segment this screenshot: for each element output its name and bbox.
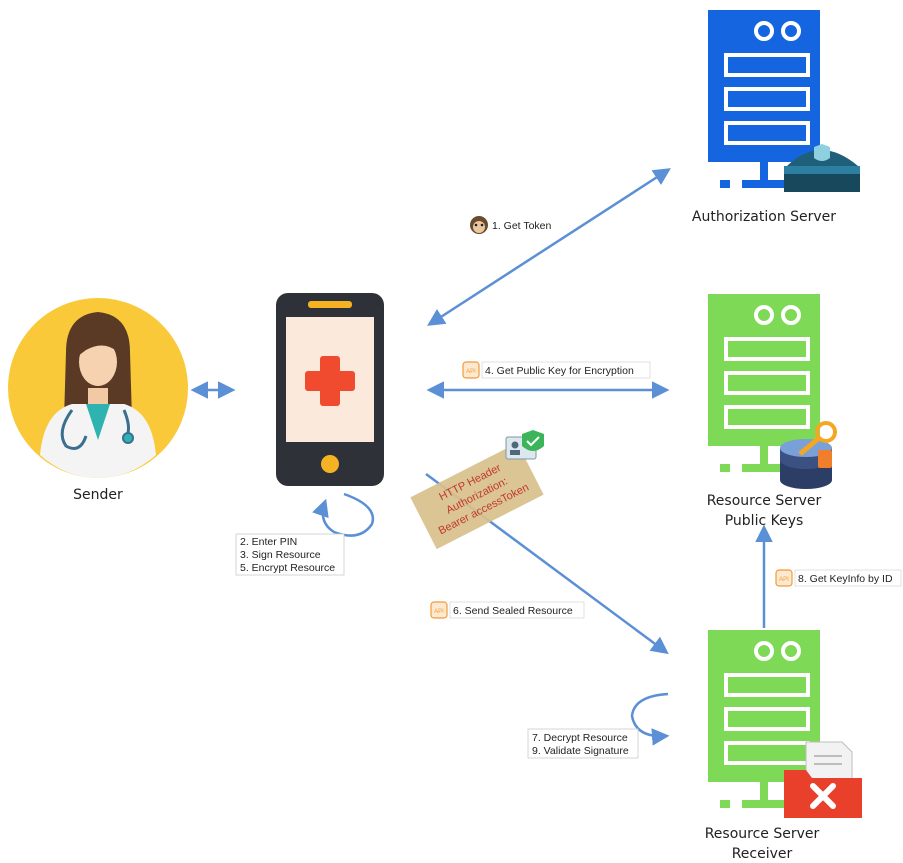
key-database-icon (780, 421, 837, 489)
receiver-action-validate: 9. Validate Signature (532, 745, 629, 757)
phone-self-loop-arrow (312, 492, 375, 537)
public-keys-server-label-line2: Public Keys (725, 513, 804, 529)
id-card-shield-icon (505, 430, 544, 460)
phone-action-sign: 3. Sign Resource (240, 549, 321, 561)
step-get-public-key: API 4. Get Public Key for Encryption (462, 361, 651, 379)
sender-node: Sender (8, 298, 188, 503)
phone-action-enter-pin: 2. Enter PIN (240, 536, 297, 548)
receiver-actions-box: 7. Decrypt Resource 9. Validate Signatur… (527, 728, 639, 759)
receiver-action-decrypt: 7. Decrypt Resource (532, 732, 628, 744)
step-get-public-key-label: 4. Get Public Key for Encryption (485, 365, 634, 377)
step-get-token-label: 1. Get Token (492, 220, 552, 232)
api-badge-icon: API (430, 601, 448, 619)
authorization-server-label: Authorization Server (692, 209, 836, 225)
rejected-folder-icon (784, 741, 862, 818)
phone-actions-box: 2. Enter PIN 3. Sign Resource 5. Encrypt… (235, 533, 345, 576)
step-send-sealed-label: 6. Send Sealed Resource (453, 605, 573, 617)
public-keys-server-label-line1: Resource Server (707, 493, 822, 509)
smartphone-icon (276, 293, 384, 486)
doctor-avatar-icon (8, 298, 188, 478)
monkey-face-icon (470, 216, 488, 234)
svg-text:API: API (434, 609, 444, 615)
api-badge-icon: API (775, 569, 793, 587)
svg-text:API: API (466, 369, 476, 375)
get-token-arrow (427, 168, 671, 326)
step-send-sealed: API 6. Send Sealed Resource (430, 601, 585, 619)
authorization-server-icon (708, 10, 860, 192)
step-get-keyinfo-label: 8. Get KeyInfo by ID (798, 573, 893, 585)
receiver-server-label-line2: Receiver (732, 846, 793, 862)
step-get-token: 1. Get Token (470, 216, 564, 234)
receiver-self-loop-arrow (630, 692, 670, 746)
api-badge-icon: API (462, 361, 480, 379)
phone-action-encrypt: 5. Encrypt Resource (240, 562, 335, 574)
receiver-server-label-line1: Resource Server (705, 826, 820, 842)
step-get-keyinfo: API 8. Get KeyInfo by ID (775, 569, 902, 587)
security-guard-cap-icon (784, 144, 860, 192)
svg-text:API: API (779, 577, 789, 583)
receiver-server-icon (708, 630, 862, 818)
sender-label: Sender (73, 487, 123, 503)
public-keys-server-icon (708, 294, 837, 489)
